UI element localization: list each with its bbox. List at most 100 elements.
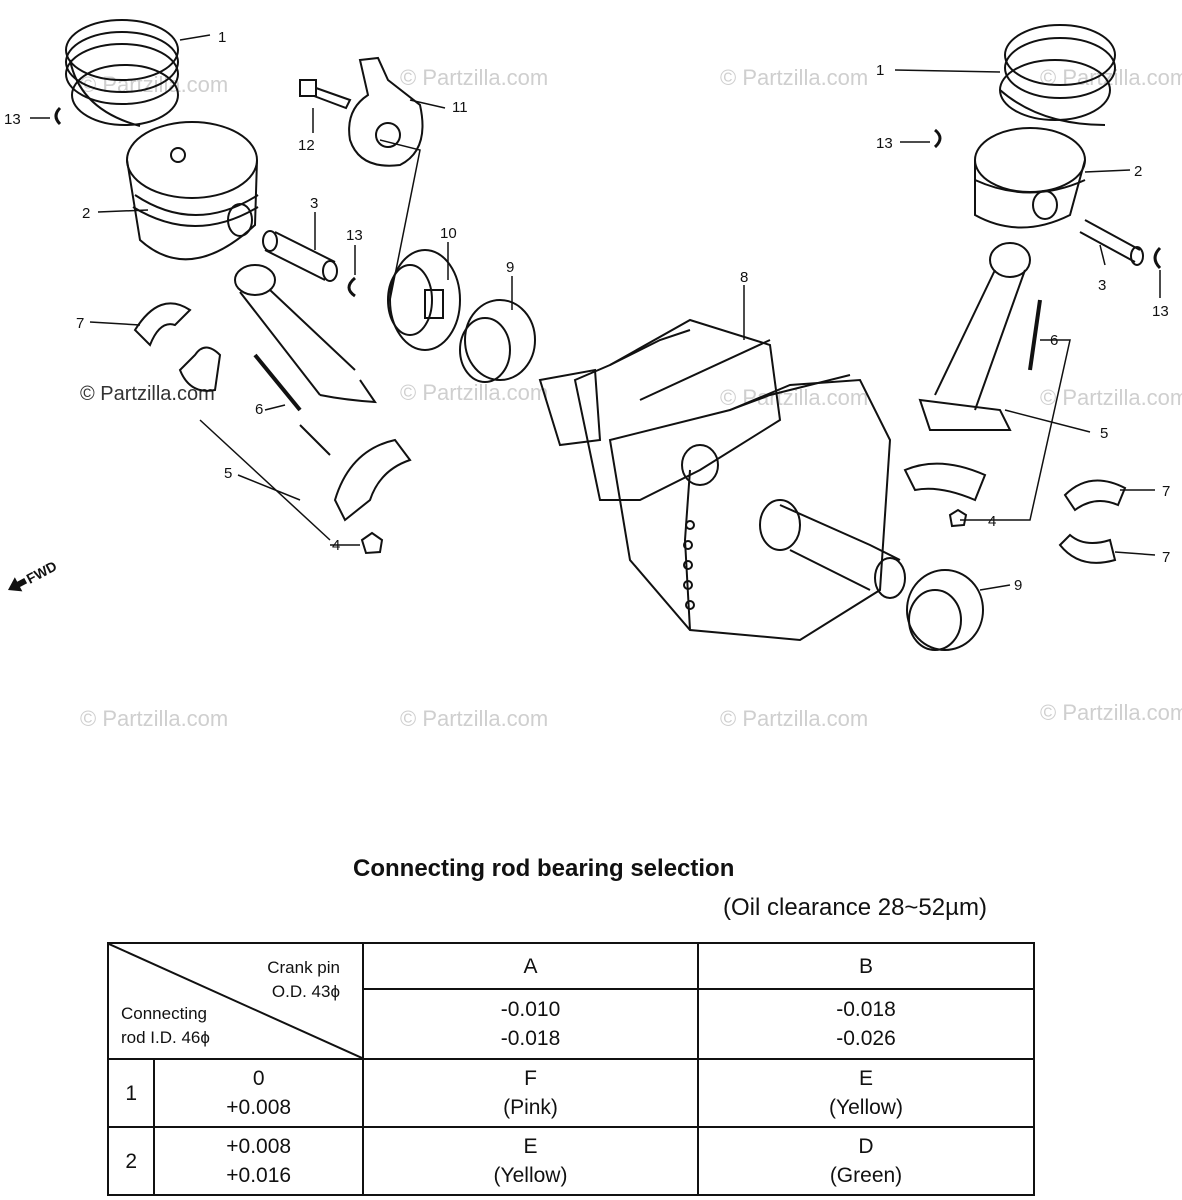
callout-7-right-top: 7 [1162, 483, 1170, 500]
lock-washer-11 [348, 56, 424, 167]
bearing-code: E [523, 1135, 538, 1158]
leader-lines [30, 34, 1161, 591]
callout-13-right: 13 [876, 135, 893, 152]
column-b-range-upper: -0.018 [836, 998, 896, 1022]
row-id-range: 0 +0.008 [153, 1058, 364, 1128]
column-b-range: -0.018 -0.026 [697, 988, 1035, 1060]
cell-bearing-a: E (Yellow) [362, 1126, 699, 1196]
rod-bolt-left [253, 353, 302, 412]
callout-4-right: 4 [988, 513, 996, 530]
crank-pin-label-line2: O.D. 43ϕ [271, 982, 340, 1001]
row-id-range-lower: +0.016 [226, 1164, 292, 1187]
callout-1-right: 1 [876, 62, 884, 79]
cell-bearing-b: D (Green) [697, 1126, 1035, 1196]
bearing-color: (Yellow) [493, 1164, 568, 1187]
column-a-range: -0.010 -0.018 [362, 988, 699, 1060]
bearing-9-mid [459, 299, 536, 383]
circlip-farright [1153, 246, 1162, 270]
row-id-range: +0.008 +0.016 [153, 1126, 364, 1196]
piston-rings-left [65, 19, 179, 127]
callout-1-left: 1 [218, 29, 226, 46]
nut-left [360, 531, 384, 555]
callout-9-mid: 9 [506, 259, 514, 276]
row-index: 1 [106, 1058, 156, 1128]
bearing-color: (Yellow) [829, 1096, 903, 1119]
callout-12: 12 [298, 137, 315, 154]
callout-13-farright: 13 [1152, 303, 1169, 320]
connecting-rod-right [918, 242, 1031, 431]
bearing-9-right [906, 569, 984, 651]
watermark: © Partzilla.com [1040, 65, 1182, 90]
row-index: 2 [106, 1126, 156, 1196]
cell-bearing-a: F (Pink) [362, 1058, 699, 1128]
watermarks: © Partzilla.com © Partzilla.com © Partzi… [80, 65, 1182, 731]
circlip-right [933, 128, 942, 149]
callout-4-left: 4 [332, 537, 340, 554]
watermark: © Partzilla.com [400, 706, 548, 731]
callout-2-right: 2 [1134, 163, 1142, 180]
bearing-code: D [858, 1135, 874, 1158]
callout-6-left: 6 [255, 401, 263, 418]
callout-3-left: 3 [310, 195, 318, 212]
crank-pin-label: Crank pin O.D. 43ϕ [267, 956, 340, 1004]
cell-bearing-b: E (Yellow) [697, 1058, 1035, 1128]
piston-left [126, 121, 259, 261]
exploded-parts-diagram: © Partzilla.com © Partzilla.com © Partzi… [4, 19, 1182, 731]
column-header-a: A [362, 941, 699, 991]
crank-pin-label-line1: Crank pin [267, 958, 340, 977]
bearing-shell-right-bottom [1058, 533, 1117, 564]
watermark: © Partzilla.com [1040, 385, 1182, 410]
piston-pin-right [1079, 219, 1144, 266]
nut-right [948, 508, 968, 528]
callout-11: 11 [452, 99, 468, 116]
connecting-rod-left [234, 264, 377, 456]
bearing-code: F [524, 1067, 537, 1090]
rod-id-label: Connecting rod I.D. 46ϕ [121, 1002, 210, 1050]
bearing-selection-table: Crank pin O.D. 43ϕ Connecting rod I.D. 4… [106, 941, 1035, 1196]
column-b-range-lower: -0.026 [836, 1027, 896, 1051]
crankshaft [538, 318, 906, 642]
piston-pin-left [262, 230, 338, 282]
column-a-range-upper: -0.010 [500, 998, 561, 1022]
piston-right [974, 127, 1086, 229]
column-header-b: B [697, 941, 1035, 991]
rod-id-label-line2: rod I.D. 46ϕ [121, 1028, 210, 1047]
bolt-12 [299, 79, 352, 110]
rod-bolt-right [1028, 299, 1042, 371]
callout-13-mid: 13 [346, 227, 363, 244]
callout-13-topleft: 13 [4, 111, 21, 128]
table-row: 2 +0.008 +0.016 E (Yellow) D (Green) [106, 1126, 1035, 1196]
row-id-range-upper: 0 [252, 1067, 265, 1090]
corner-cell: Crank pin O.D. 43ϕ Connecting rod I.D. 4… [107, 942, 364, 1060]
callout-6-right: 6 [1050, 332, 1058, 349]
watermark: © Partzilla.com [80, 72, 228, 97]
column-a-range-lower: -0.018 [500, 1027, 561, 1051]
fwd-arrow-icon [8, 577, 28, 592]
fwd-label: FWD [24, 558, 60, 587]
rod-id-label-line1: Connecting [121, 1004, 208, 1023]
watermark: © Partzilla.com [1040, 700, 1182, 725]
callout-7-right-bottom: 7 [1162, 549, 1170, 566]
circlip-mid [347, 276, 357, 298]
bearing-code: E [858, 1067, 873, 1090]
bearing-color: (Pink) [503, 1096, 558, 1119]
watermark: © Partzilla.com [720, 65, 868, 90]
callout-5-right: 5 [1100, 425, 1108, 442]
watermark: © Partzilla.com [400, 65, 548, 90]
callout-10: 10 [440, 225, 457, 242]
row-id-range-upper: +0.008 [226, 1135, 292, 1158]
callout-9-right: 9 [1014, 577, 1022, 594]
gear-10 [387, 249, 461, 351]
callouts: 1 13 2 12 11 3 13 10 9 7 6 5 4 8 1 13 2 … [4, 29, 1170, 594]
watermark: © Partzilla.com [720, 706, 868, 731]
table-row: 1 0 +0.008 F (Pink) E (Yellow) [106, 1058, 1035, 1128]
bearing-shells-left [133, 302, 222, 392]
circlip-left [54, 106, 62, 126]
table-subtitle: (Oil clearance 28~52µm) [723, 894, 987, 921]
bearing-color: (Green) [829, 1164, 903, 1187]
bearing-shell-right-top [1063, 479, 1127, 512]
rod-cap-right [903, 462, 987, 502]
table-title: Connecting rod bearing selection [353, 855, 735, 882]
watermark-dark: © Partzilla.com [80, 383, 215, 405]
callout-5-left: 5 [224, 465, 232, 482]
